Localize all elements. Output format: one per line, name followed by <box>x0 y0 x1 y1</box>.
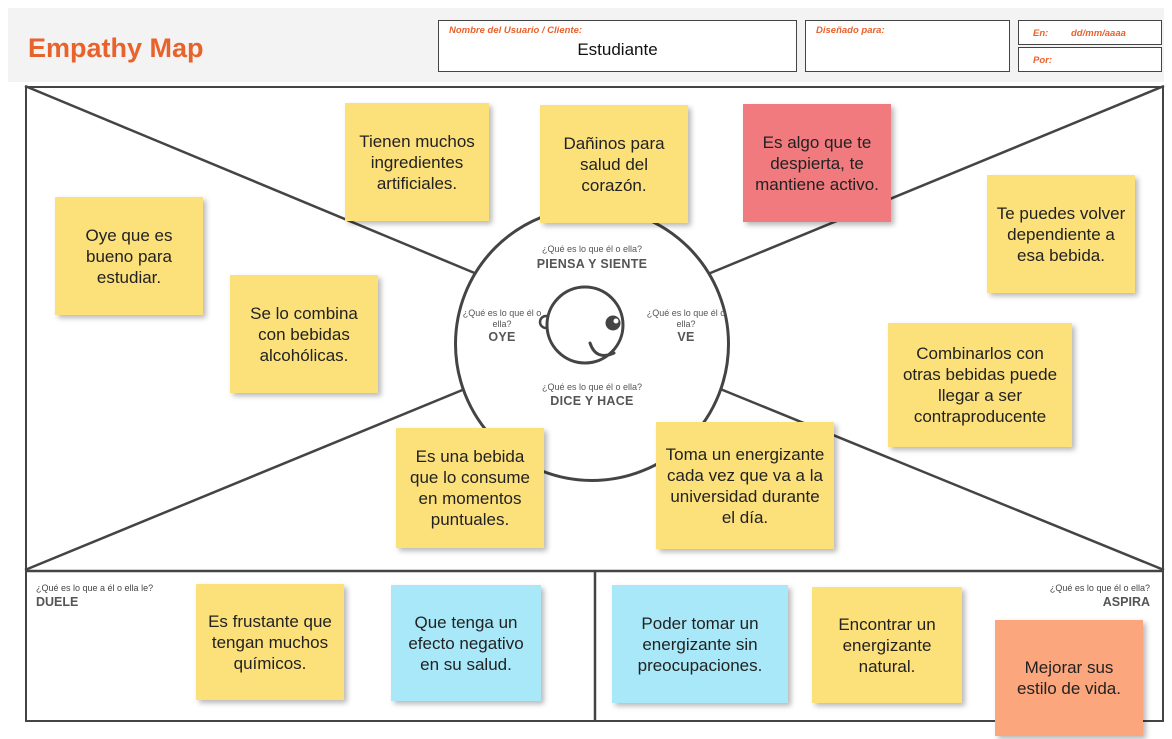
sticky-note-think-3[interactable]: Es algo que te despierta, te mantiene ac… <box>743 104 891 222</box>
do-question: ¿Qué es lo que él o ella? <box>541 382 643 392</box>
sticky-note-think-1[interactable]: Tienen muchos ingredientes artificiales. <box>345 103 489 221</box>
sticky-note-gain-3[interactable]: Mejorar sus estilo de vida. <box>995 620 1143 736</box>
user-field-value: Estudiante <box>577 40 658 59</box>
page-title: Empathy Map <box>28 33 204 63</box>
diagonal-top-right <box>707 84 1165 276</box>
gain-question: ¿Qué es lo que él o ella? <box>1049 583 1150 593</box>
pain-question: ¿Qué es lo que a él o ella le? <box>36 583 154 593</box>
diagonal-top-left <box>24 84 478 276</box>
sticky-note-see-1[interactable]: Te puedes volver dependiente a esa bebid… <box>987 175 1135 293</box>
by-label: Por: <box>1033 55 1052 66</box>
hear-zone-label: OYE <box>488 330 516 344</box>
sticky-note-do-1[interactable]: Es una bebida que lo consume en momentos… <box>396 428 544 548</box>
sticky-note-do-2[interactable]: Toma un energizante cada vez que va a la… <box>656 422 834 549</box>
sticky-note-hear-2[interactable]: Se lo combina con bebidas alcohólicas. <box>230 275 378 393</box>
date-value: dd/mm/aaaa <box>1071 28 1126 39</box>
see-zone-label: VE <box>677 330 695 344</box>
diagonal-bottom-left <box>24 382 478 572</box>
gain-zone-label: ASPIRA <box>1102 595 1150 609</box>
map-frame <box>25 86 1164 722</box>
diagonal-bottom-right <box>707 382 1165 572</box>
designed-for-field[interactable]: Diseñado para: <box>805 20 1010 72</box>
sticky-note-gain-1[interactable]: Poder tomar un energizante sin preocupac… <box>612 585 788 703</box>
sticky-note-think-2[interactable]: Dañinos para salud del corazón. <box>540 105 688 223</box>
hear-question: ¿Qué es lo que él o ella? <box>462 308 542 329</box>
user-field[interactable]: Nombre del Usuario / Cliente: Estudiante <box>438 20 797 72</box>
date-label: En: <box>1033 28 1049 39</box>
sticky-note-hear-1[interactable]: Oye que es bueno para estudiar. <box>55 197 203 315</box>
do-zone-label: DICE Y HACE <box>550 394 634 408</box>
see-question: ¿Qué es lo que él o ella? <box>646 308 726 329</box>
designed-for-label: Diseñado para: <box>816 25 885 36</box>
date-field[interactable]: En: dd/mm/aaaa <box>1018 20 1162 45</box>
face-icon <box>538 285 625 365</box>
pain-zone-label: DUELE <box>36 595 79 609</box>
think-question: ¿Qué es lo que él o ella? <box>541 244 643 254</box>
sticky-note-see-2[interactable]: Combinarlos con otras bebidas puede lleg… <box>888 323 1072 447</box>
user-field-label: Nombre del Usuario / Cliente: <box>449 25 583 36</box>
think-zone-label: PIENSA Y SIENTE <box>536 257 648 271</box>
sticky-note-pain-1[interactable]: Es frustante que tengan muchos químicos. <box>196 584 344 700</box>
sticky-note-pain-2[interactable]: Que tenga un efecto negativo en su salud… <box>391 585 541 701</box>
sticky-note-gain-2[interactable]: Encontrar un energizante natural. <box>812 587 962 703</box>
by-field[interactable]: Por: <box>1018 47 1162 72</box>
